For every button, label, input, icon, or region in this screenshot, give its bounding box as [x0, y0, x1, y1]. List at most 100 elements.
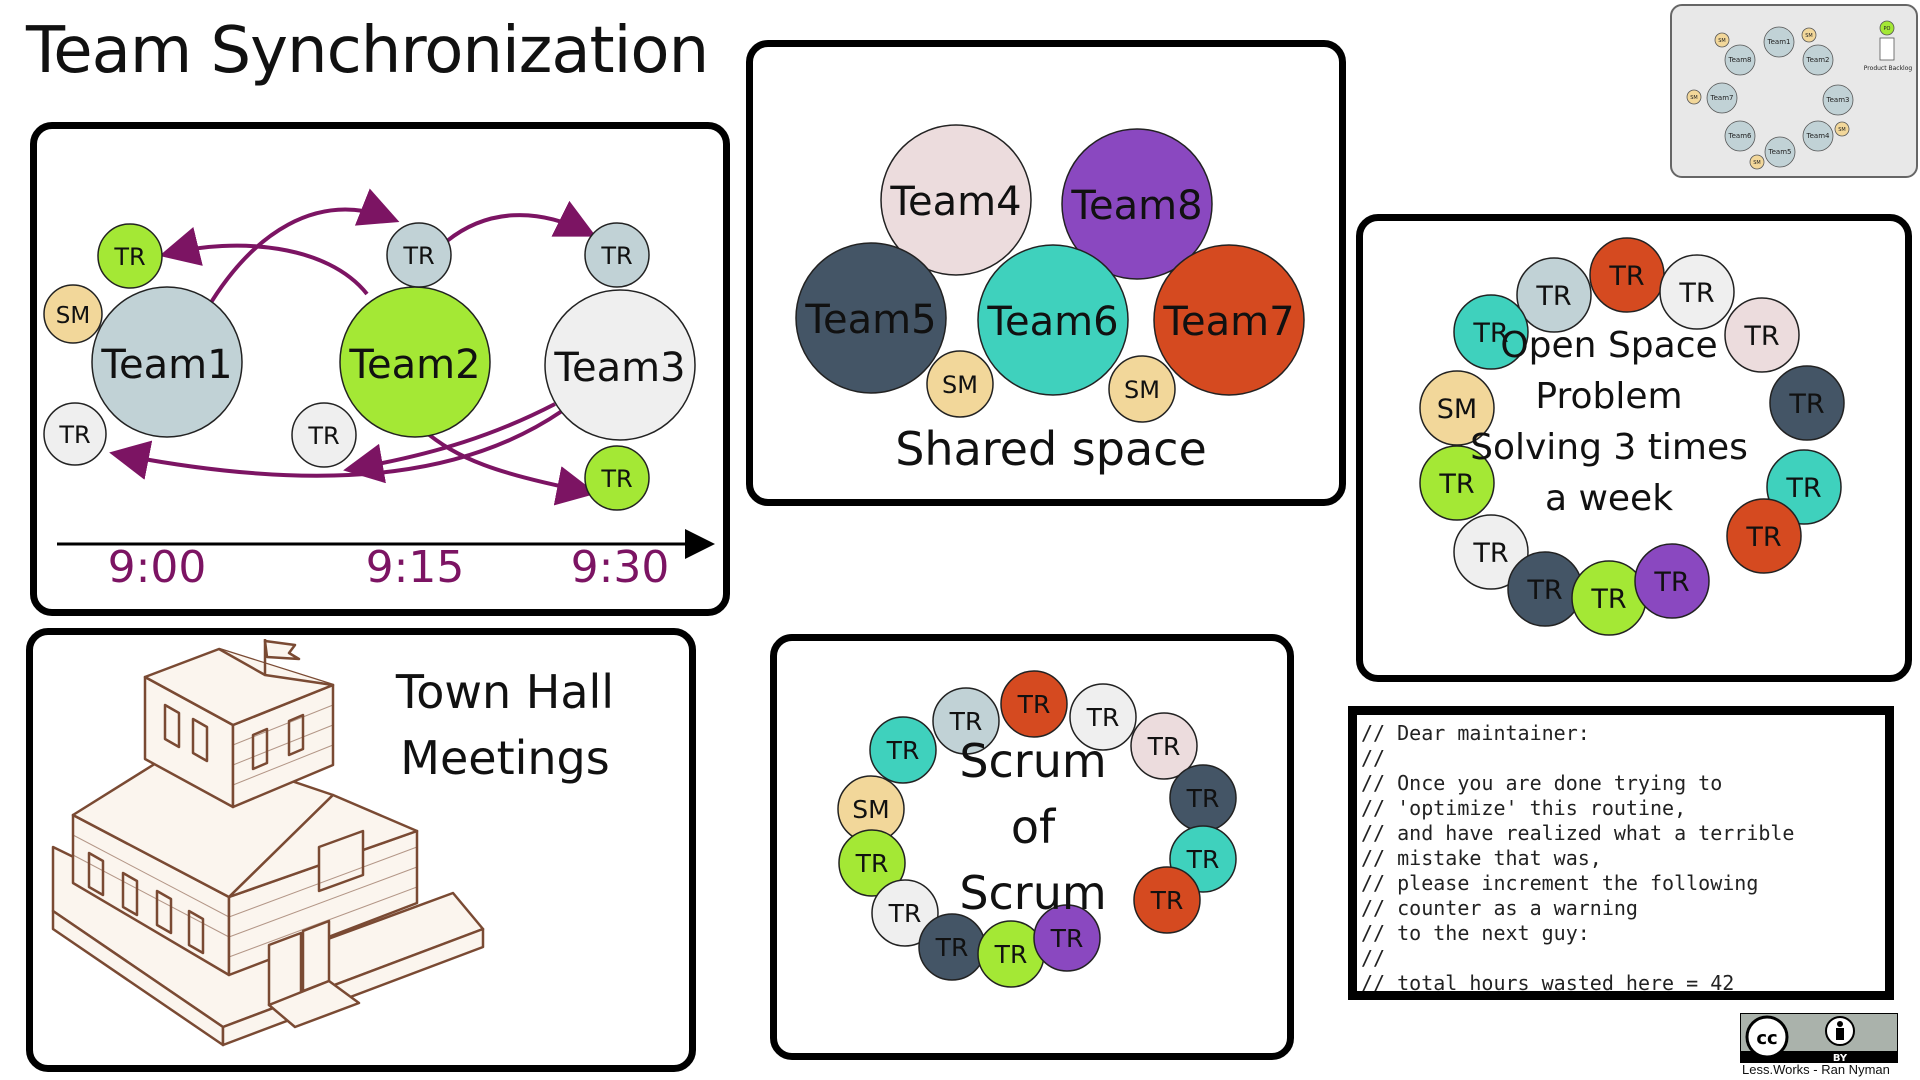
code-line: // — [1361, 946, 1386, 970]
team7-label: Team7 — [1162, 299, 1294, 345]
thumb-sm-label: SM — [1805, 33, 1813, 39]
tr-label: TR — [600, 242, 632, 270]
time-label: 9:15 — [366, 542, 465, 593]
tr-label: TR — [1472, 538, 1508, 569]
team5-label: Team5 — [804, 297, 936, 343]
tr-circle — [43, 402, 107, 466]
tr-label: TR — [888, 899, 922, 928]
sm-label: SM — [1437, 394, 1477, 425]
open-space-panel: TR TR TR TR TR TR SM TR TR TR TR TR TR T… — [1356, 214, 1912, 682]
thumb-sm-label: SM — [1718, 38, 1726, 44]
tr-circle — [932, 687, 1000, 755]
open-space-line: Problem — [1535, 376, 1682, 417]
code-line: // — [1361, 746, 1386, 770]
team7-thumb — [1706, 82, 1738, 114]
tr-label: TR — [935, 933, 969, 962]
code-line: // mistake that was, — [1361, 846, 1602, 870]
shared-space-caption: Shared space — [895, 422, 1207, 476]
team8-circle — [1061, 128, 1213, 280]
sync-arrow — [159, 227, 369, 296]
tr-label: TR — [1653, 567, 1689, 598]
open-space-diagram: TR TR TR TR TR TR SM TR TR TR TR TR TR T… — [1419, 237, 1845, 636]
thumb-sm-label: SM — [1838, 127, 1846, 133]
team5-thumb — [1764, 136, 1796, 168]
backlog-icon — [1879, 37, 1895, 61]
team4-thumb — [1802, 120, 1834, 152]
tr-label: TR — [1472, 318, 1508, 349]
tr-label: TR — [1785, 473, 1821, 504]
po-thumb — [1879, 20, 1895, 36]
tr-label: TR — [1186, 845, 1220, 874]
svg-text:cc: cc — [1756, 1028, 1777, 1049]
code-line: // and have realized what a terrible — [1361, 821, 1795, 845]
sm-label: SM — [56, 303, 90, 329]
team3-label: Team3 — [553, 345, 685, 391]
sm-thumb — [1686, 89, 1702, 105]
tr-label: TR — [1050, 924, 1084, 953]
town-hall-panel: Town Hall Meetings — [26, 628, 696, 1072]
cc-by-icon: cc BY — [1739, 1012, 1899, 1064]
tr-circle — [1130, 712, 1198, 780]
tr-circle — [1133, 866, 1201, 934]
open-space-line: a week — [1545, 478, 1673, 519]
tr-circle — [584, 222, 650, 288]
team1-thumb — [1763, 26, 1795, 58]
scrum-of-scrums-line: Scrum — [959, 866, 1106, 920]
thumb-sm-label: SM — [1753, 160, 1761, 166]
tr-label: TR — [1678, 278, 1714, 309]
scrum-of-scrums-line: Scrum — [959, 734, 1106, 788]
shared-space-panel: Team4 Team8 Team5 Team6 Team7 SM SM Shar… — [746, 40, 1346, 506]
scrum-of-scrums-line: of — [1011, 800, 1057, 854]
tr-circle — [1453, 294, 1529, 370]
sync-arrow — [343, 402, 556, 484]
tr-label: TR — [307, 422, 339, 450]
thumb-sm-label: SM — [1690, 95, 1698, 101]
tr-circle — [386, 222, 452, 288]
team5-circle — [795, 242, 947, 394]
code-line: // 'optimize' this routine, — [1361, 796, 1687, 820]
tr-label: TR — [1535, 281, 1571, 312]
team8-thumb — [1724, 44, 1756, 76]
code-comment-box: // Dear maintainer: // // Once you are d… — [1348, 706, 1894, 1000]
tr-circle — [1000, 670, 1068, 738]
tr-circle — [1419, 445, 1495, 521]
tr-circle — [1516, 257, 1592, 333]
tr-label: TR — [949, 707, 983, 736]
team6-circle — [977, 244, 1129, 396]
cc-license-badge: cc BY — [1739, 1012, 1899, 1071]
thumb-team-label: Team6 — [1728, 132, 1753, 140]
code-line: // total_hours_wasted_here = 42 — [1361, 971, 1735, 995]
thumb-team-label: Team7 — [1710, 94, 1734, 102]
tr-circle — [1453, 514, 1529, 590]
thumb-team-label: Team8 — [1728, 56, 1752, 64]
tr-circle — [838, 829, 906, 897]
team8-label: Team8 — [1070, 183, 1202, 229]
team4-circle — [880, 124, 1032, 276]
sm-circle — [1419, 370, 1495, 446]
tr-label: TR — [1526, 575, 1562, 606]
tr-circle — [1659, 254, 1735, 330]
thumb-po-label: PO — [1884, 26, 1891, 32]
open-space-line: Solving 3 times — [1470, 427, 1748, 468]
thumb-team-label: Team2 — [1806, 56, 1830, 64]
town-hall-illustration — [51, 639, 485, 1047]
team7-circle — [1153, 244, 1305, 396]
thumb-team-label: Team5 — [1768, 148, 1792, 156]
team4-label: Team4 — [889, 179, 1021, 225]
open-space-line: Open Space — [1500, 325, 1717, 366]
license-credit: Less.Works - Ran Nyman — [1742, 1062, 1890, 1077]
thumbnail-overview: Team1 Team2 Team3 Team4 Team5 Team6 Team… — [1670, 4, 1918, 178]
team1-circle — [91, 286, 243, 438]
tr-label: TR — [1147, 732, 1181, 761]
time-label: 9:00 — [108, 542, 207, 593]
tr-label: TR — [402, 242, 434, 270]
tr-circle — [97, 223, 163, 289]
tr-label: TR — [113, 243, 145, 271]
tr-circle — [1033, 904, 1101, 972]
tr-circle — [871, 879, 939, 947]
thumb-team-label: Team1 — [1767, 38, 1791, 46]
sync-arrow — [445, 200, 597, 243]
sm-label: SM — [942, 371, 978, 399]
sync-arrow — [205, 188, 400, 311]
thumb-backlog-label: Product Backlog — [1864, 65, 1913, 72]
